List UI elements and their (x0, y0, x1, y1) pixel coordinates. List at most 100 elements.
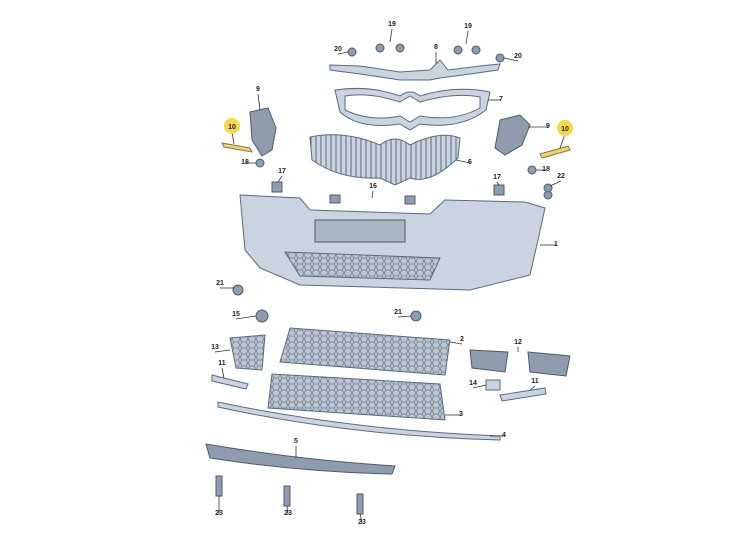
part-8-trim-strip (329, 59, 501, 81)
callout-17: 17 (493, 174, 501, 186)
part-5-spoiler (205, 443, 396, 475)
callout-label: 22 (557, 173, 565, 180)
leader-line (286, 505, 289, 515)
leader-line (235, 315, 257, 320)
callout-label: 19 (388, 21, 396, 28)
callout-23: 23 (284, 505, 292, 517)
callout-12: 12 (514, 339, 522, 352)
leader-line (221, 367, 225, 379)
part-3-grille-mesh (267, 373, 446, 421)
callout-11: 11 (529, 378, 539, 391)
part-10-strip-right (539, 145, 571, 159)
callout-label: 4 (502, 432, 506, 439)
leader-line (503, 57, 519, 62)
callout-label: 16 (369, 183, 377, 190)
callout-10: 10 (224, 118, 240, 145)
callout-label: 14 (469, 380, 477, 387)
callout-label: 18 (542, 166, 550, 173)
callout-6: 6 (455, 159, 472, 166)
leader-line (371, 190, 374, 199)
callout-14: 14 (469, 380, 487, 389)
callout-label: 20 (334, 46, 342, 53)
callout-label: 17 (493, 174, 501, 181)
callout-9: 9 (528, 123, 550, 130)
part-14-clip (485, 379, 501, 391)
part-12-insert-right (527, 351, 571, 377)
callout-21: 21 (394, 309, 412, 318)
callout-label: 10 (561, 126, 569, 133)
part-4-trim-strip (217, 401, 501, 441)
callout-label: 6 (468, 159, 472, 166)
highlight-circle (557, 120, 573, 136)
callout-label: 1 (554, 241, 558, 248)
part-11-strip-left (211, 374, 249, 390)
part-12-insert-left (469, 349, 509, 373)
callout-19: 19 (464, 23, 472, 45)
leader-line (549, 180, 562, 187)
callout-23: 23 (358, 513, 366, 526)
callout-20: 20 (503, 53, 522, 62)
bumper-lower-opening (284, 251, 441, 281)
callout-label: 3 (459, 411, 463, 418)
callout-21: 21 (216, 280, 234, 289)
callout-5: 5 (294, 438, 298, 458)
callout-label: 19 (464, 23, 472, 30)
callout-label: 9 (546, 123, 550, 130)
callout-20: 20 (334, 46, 349, 55)
leader-line (529, 385, 536, 391)
fasteners (215, 43, 553, 515)
part-10-strip-left (221, 142, 253, 153)
callout-label: 12 (514, 339, 522, 346)
leader-line (389, 28, 393, 43)
callout-label: 23 (358, 519, 366, 526)
callout-label: 7 (499, 96, 503, 103)
callout-4: 4 (490, 432, 506, 439)
callout-label: 13 (211, 344, 219, 351)
callout-label: 18 (241, 159, 249, 166)
callout-3: 3 (445, 411, 463, 418)
callout-18: 18 (241, 159, 256, 166)
callout-label: 20 (514, 53, 522, 60)
leader-line (559, 133, 566, 149)
callout-23: 23 (215, 496, 223, 517)
callout-label: 21 (216, 280, 224, 287)
callout-15: 15 (232, 311, 257, 320)
callout-label: 10 (228, 124, 236, 131)
callout-7: 7 (488, 96, 503, 103)
leader-line (277, 175, 283, 183)
callout-label: 8 (434, 44, 438, 51)
license-plate-area (314, 219, 406, 243)
part-9-bracket-left (249, 107, 277, 157)
callout-13: 13 (211, 344, 231, 353)
part-13-fog-cover (229, 334, 266, 371)
leader-line (231, 131, 235, 145)
part-11-strip-right (499, 387, 547, 402)
callout-8: 8 (434, 44, 438, 64)
leader-line (214, 349, 231, 353)
callout-17: 17 (277, 168, 286, 183)
callout-label: 23 (284, 510, 292, 517)
leader-line (472, 384, 487, 389)
callout-label: 2 (460, 336, 464, 343)
callout-label: 11 (218, 360, 226, 367)
part-7-grille-frame (334, 87, 491, 131)
callout-2: 2 (449, 336, 464, 345)
callout-11: 11 (218, 360, 226, 379)
part-6-grille (309, 134, 461, 186)
callout-9: 9 (256, 86, 261, 111)
callout-label: 21 (394, 309, 402, 316)
callout-label: 9 (256, 86, 260, 93)
callout-19: 19 (388, 21, 396, 43)
callout-1: 1 (540, 241, 558, 248)
callout-10: 10 (557, 120, 573, 149)
callout-16: 16 (369, 183, 377, 199)
callout-label: 23 (215, 510, 223, 517)
leader-line (359, 513, 363, 524)
leader-line (337, 51, 349, 55)
callout-label: 15 (232, 311, 240, 318)
leader-line (496, 181, 500, 186)
part-2-grille-mesh (279, 327, 451, 376)
leader-line (449, 341, 463, 345)
callout-label: 5 (294, 438, 298, 445)
